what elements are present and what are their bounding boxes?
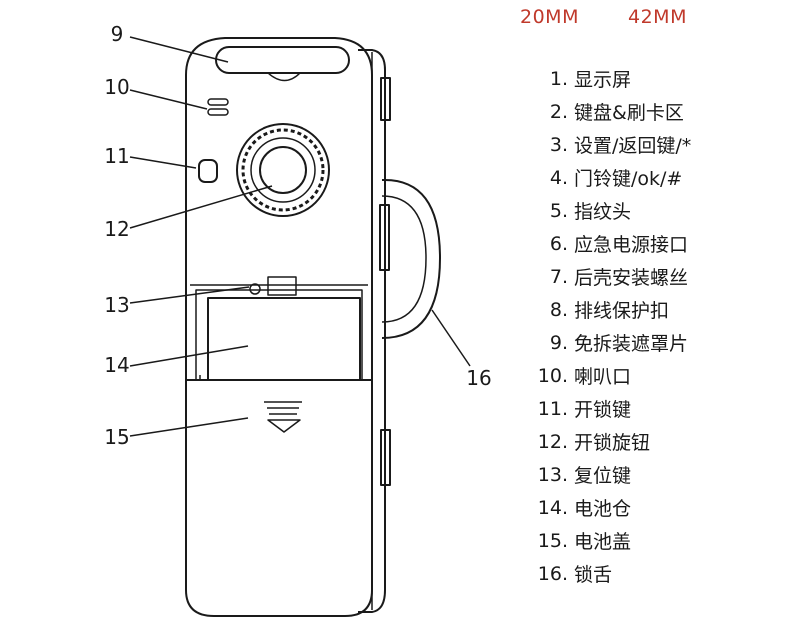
legend-text: 设置/返回键/* bbox=[574, 135, 692, 157]
legend-number: 14. bbox=[537, 496, 568, 519]
reset-key bbox=[249, 283, 261, 295]
legend-text: 免拆装遮罩片 bbox=[574, 333, 689, 355]
legend-number: 12. bbox=[537, 430, 568, 453]
callout-10: 10 bbox=[104, 75, 130, 99]
side-button-upper bbox=[380, 77, 391, 121]
legend-text: 电池仓 bbox=[574, 498, 632, 520]
legend-item: 15. 电池盖 bbox=[526, 524, 691, 557]
legend-number: 13. bbox=[537, 463, 568, 486]
legend-text: 后壳安装螺丝 bbox=[574, 267, 689, 289]
legend-item: 6. 应急电源接口 bbox=[526, 227, 691, 260]
speaker-slot-top bbox=[207, 98, 229, 106]
callout-16: 16 bbox=[466, 366, 492, 390]
legend-text: 锁舌 bbox=[574, 564, 613, 586]
legend-item: 8. 排线保护扣 bbox=[526, 293, 691, 326]
lock-side-rail bbox=[358, 49, 386, 613]
legend-item: 5. 指纹头 bbox=[526, 194, 691, 227]
legend-text: 显示屏 bbox=[574, 69, 632, 91]
legend-number: 1. bbox=[549, 67, 568, 90]
battery-compartment bbox=[207, 297, 361, 381]
unlock-key bbox=[198, 159, 218, 183]
callout-14: 14 bbox=[104, 353, 130, 377]
legend-item: 7. 后壳安装螺丝 bbox=[526, 260, 691, 293]
lock-body-upper bbox=[185, 37, 373, 285]
battery-cover bbox=[185, 379, 373, 617]
legend-text: 应急电源接口 bbox=[574, 234, 689, 256]
dimension-height-label: 42MM bbox=[628, 6, 687, 28]
legend-text: 开锁键 bbox=[574, 399, 632, 421]
legend-number: 16. bbox=[537, 562, 568, 585]
legend-number: 4. bbox=[549, 166, 568, 189]
legend-number: 5. bbox=[549, 199, 568, 222]
legend-number: 6. bbox=[549, 232, 568, 255]
speaker-slot-bottom bbox=[207, 108, 229, 116]
legend-item: 11. 开锁键 bbox=[526, 392, 691, 425]
unlock-knob-outer bbox=[236, 123, 330, 217]
legend-text: 指纹头 bbox=[574, 201, 632, 223]
legend-number: 11. bbox=[537, 397, 568, 420]
legend-item: 9. 免拆装遮罩片 bbox=[526, 326, 691, 359]
callout-12: 12 bbox=[104, 217, 130, 241]
callout-9: 9 bbox=[110, 22, 124, 46]
legend-item: 2. 键盘&刷卡区 bbox=[526, 95, 691, 128]
legend-item: 16. 锁舌 bbox=[526, 557, 691, 590]
callout-13: 13 bbox=[104, 293, 130, 317]
display-window bbox=[215, 46, 350, 74]
callout-11: 11 bbox=[104, 144, 130, 168]
battery-cover-arrow bbox=[267, 419, 301, 433]
legend-number: 3. bbox=[549, 133, 568, 156]
legend-text: 排线保护扣 bbox=[574, 300, 670, 322]
legend-item: 14. 电池仓 bbox=[526, 491, 691, 524]
legend-number: 2. bbox=[549, 100, 568, 123]
side-button-lower bbox=[380, 429, 391, 486]
legend-text: 键盘&刷卡区 bbox=[574, 102, 684, 124]
legend-text: 开锁旋钮 bbox=[574, 432, 651, 454]
legend-item: 4. 门铃键/ok/# bbox=[526, 161, 691, 194]
legend-item: 3. 设置/返回键/* bbox=[526, 128, 691, 161]
legend-number: 9. bbox=[549, 331, 568, 354]
legend-text: 门铃键/ok/# bbox=[574, 168, 683, 190]
legend-text: 喇叭口 bbox=[574, 366, 632, 388]
legend-number: 8. bbox=[549, 298, 568, 321]
legend-item: 1. 显示屏 bbox=[526, 62, 691, 95]
legend-number: 7. bbox=[549, 265, 568, 288]
callout-15: 15 bbox=[104, 425, 130, 449]
dimension-width-label: 20MM bbox=[520, 6, 579, 28]
parts-legend: 1. 显示屏 2. 键盘&刷卡区 3. 设置/返回键/* 4. 门铃键/ok/# 5. 指… bbox=[526, 62, 692, 590]
side-button-mid bbox=[379, 204, 390, 271]
legend-text: 复位键 bbox=[574, 465, 632, 487]
legend-item: 12. 开锁旋钮 bbox=[526, 425, 691, 458]
legend-text: 电池盖 bbox=[574, 531, 632, 553]
latch-bolt bbox=[381, 178, 441, 339]
legend-item: 10. 喇叭口 bbox=[526, 359, 691, 392]
legend-item: 13. 复位键 bbox=[526, 458, 691, 491]
legend-number: 10. bbox=[537, 364, 568, 387]
legend-number: 15. bbox=[537, 529, 568, 552]
